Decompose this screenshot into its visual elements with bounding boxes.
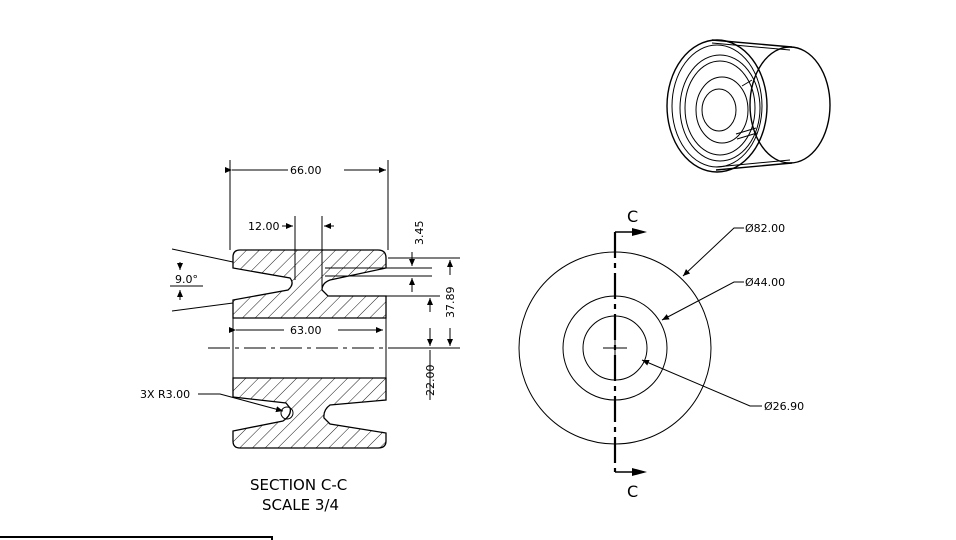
section-lower-hatch [232, 377, 387, 449]
section-view [208, 249, 410, 449]
isometric-view [666, 39, 831, 173]
dim-groove-width: 12.00 [248, 220, 280, 233]
section-caption-scale: SCALE 3/4 [262, 496, 339, 514]
dim-rim-height: 37.89 [444, 287, 457, 319]
section-dimensions [170, 160, 460, 413]
dia-bore-label: Ø26.90 [764, 400, 804, 413]
dia-outer-label: Ø82.00 [745, 222, 785, 235]
dim-angle: 9.0° [175, 273, 198, 286]
dim-groove-depth: 3.45 [413, 221, 426, 246]
section-letter-top: C [627, 207, 638, 226]
section-caption-title: SECTION C-C [250, 476, 347, 494]
front-view [518, 227, 762, 476]
dia-middle-label: Ø44.00 [745, 276, 785, 289]
dim-inner-width: 63.00 [290, 324, 322, 337]
section-upper-hatch [232, 249, 387, 319]
dim-fillet: 3X R3.00 [140, 388, 190, 401]
dim-bore-height: 22.00 [424, 365, 437, 397]
dim-overall-width: 66.00 [290, 164, 322, 177]
title-block-border [0, 536, 273, 540]
section-letter-bottom: C [627, 482, 638, 501]
